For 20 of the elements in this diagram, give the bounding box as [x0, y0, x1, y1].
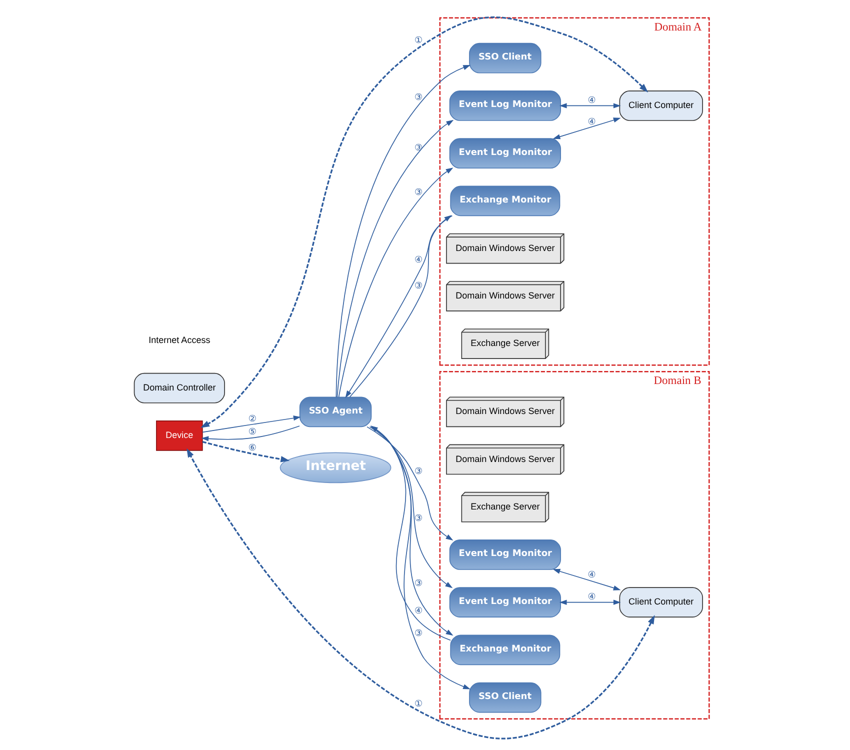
edge-label: ①	[414, 36, 423, 46]
edge-label: ①	[414, 699, 423, 710]
edge-label: ③	[414, 188, 423, 198]
edge-label: ③	[414, 144, 423, 154]
edge-label: ⑥	[248, 443, 257, 454]
edge-label: ③	[414, 578, 423, 589]
label: Internet Access	[148, 334, 210, 345]
edge-label: ④	[588, 117, 596, 128]
edge-label: ④	[414, 255, 423, 266]
edge-label: ⑤	[248, 428, 257, 438]
edge-label: ④	[588, 96, 596, 106]
edge-label: ③	[414, 92, 423, 103]
edge-label: ③	[414, 514, 423, 524]
edge-label: ③	[414, 628, 423, 639]
edge-label: ③	[414, 282, 423, 292]
edge-label: ④	[588, 570, 596, 581]
edge-label: ④	[414, 606, 423, 617]
edge-label: ④	[588, 592, 596, 603]
edge-label: ③	[414, 467, 423, 478]
edge-label: ②	[248, 414, 257, 425]
